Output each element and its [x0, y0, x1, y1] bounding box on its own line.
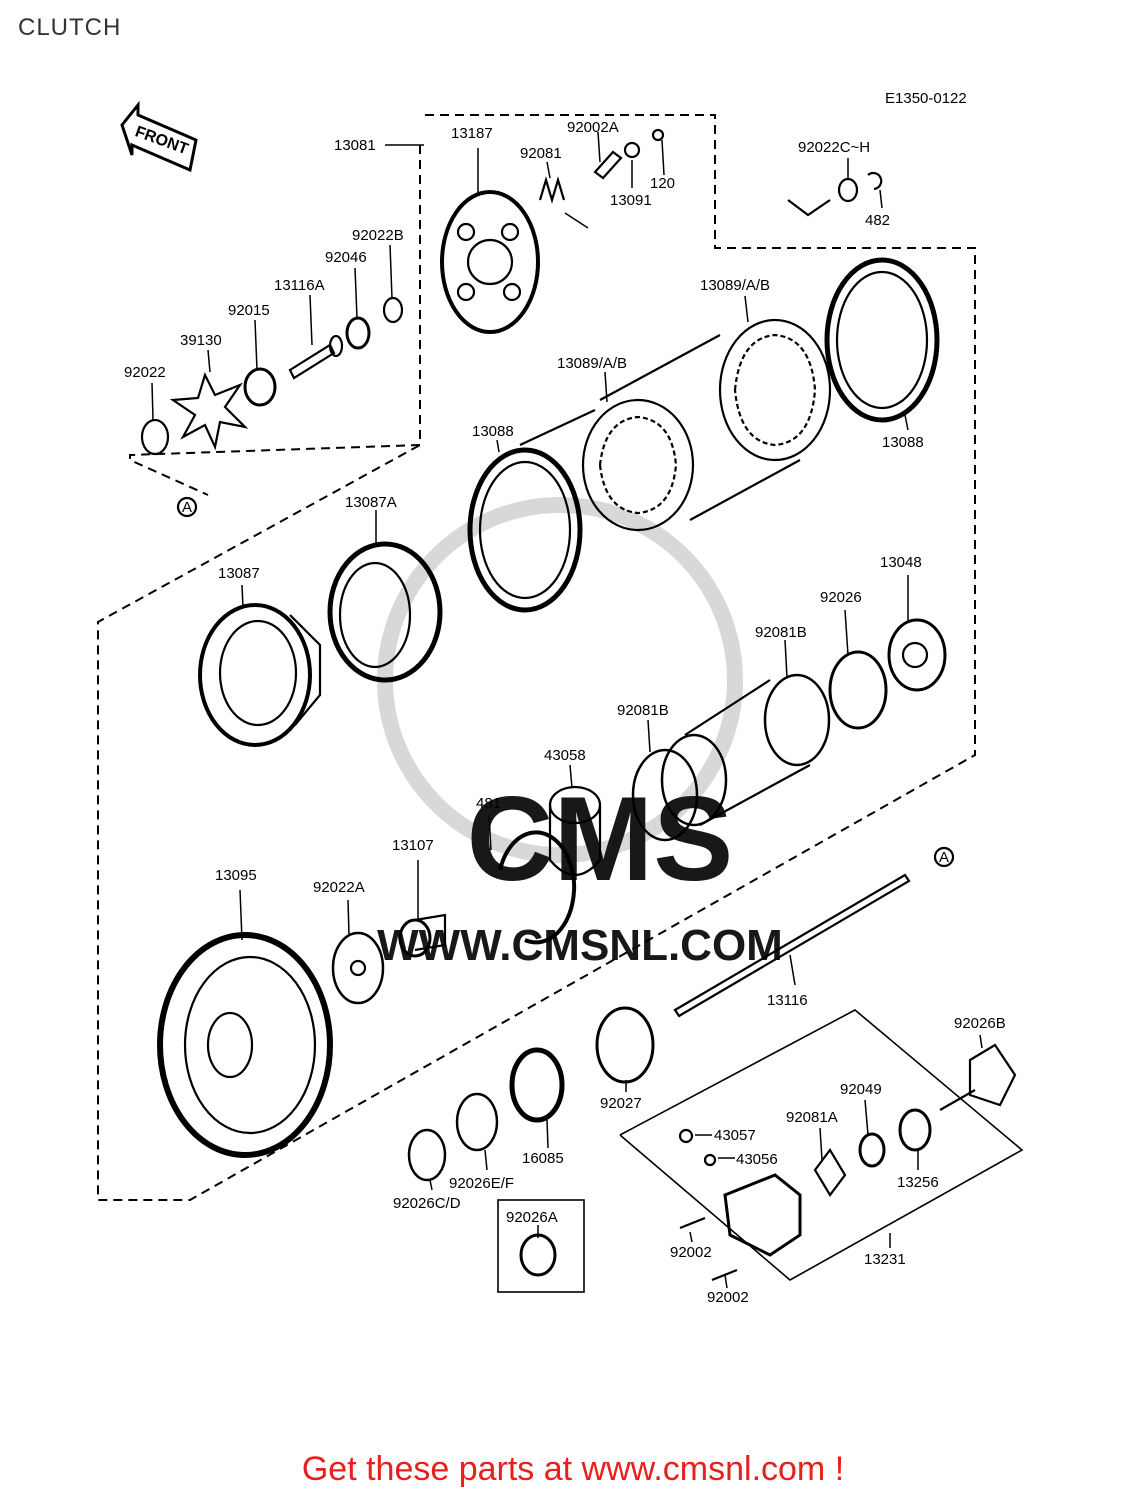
label-92046: 92046 [325, 249, 367, 266]
label-13231: 13231 [864, 1251, 906, 1268]
label-92002-upper: 92002 [670, 1244, 712, 1261]
label-92026: 92026 [820, 589, 862, 606]
label-92026CD: 92026C/D [393, 1195, 461, 1212]
label-13095: 13095 [215, 867, 257, 884]
label-43057: 43057 [714, 1127, 756, 1144]
label-13116A: 13116A [274, 277, 325, 294]
leader-lines [151, 131, 983, 1289]
label-13081: 13081 [334, 137, 376, 154]
label-92002-lower: 92002 [707, 1289, 749, 1306]
part-labels: 13081 13187 92002A 92081 120 13091 92022… [124, 119, 1006, 1306]
label-39130: 39130 [180, 332, 222, 349]
assembly-boundary [97, 114, 976, 1201]
label-13107: 13107 [392, 837, 434, 854]
label-43056: 43056 [736, 1151, 778, 1168]
label-92022: 92022 [124, 364, 166, 381]
label-13091: 13091 [610, 192, 652, 209]
label-92026EF: 92026E/F [449, 1175, 514, 1192]
pressure-plate-shape [440, 190, 540, 334]
label-92015: 92015 [228, 302, 270, 319]
label-92081B-lower: 92081B [617, 702, 669, 719]
label-13256: 13256 [897, 1174, 939, 1191]
label-92022A: 92022A [313, 879, 365, 896]
callout-a-left: A [182, 499, 192, 516]
label-13087A: 13087A [345, 494, 397, 511]
label-13187: 13187 [451, 125, 493, 142]
clutch-housing-shape [157, 932, 333, 1158]
label-92026B: 92026B [954, 1015, 1006, 1032]
callout-a-right: A [939, 849, 949, 866]
label-13116: 13116 [767, 992, 808, 1009]
label-92026A: 92026A [506, 1209, 558, 1226]
label-92022C-H: 92022C~H [798, 139, 870, 156]
label-43058: 43058 [544, 747, 586, 764]
watermark: CMS WWW.CMSNL.COM [377, 497, 783, 970]
label-92081: 92081 [520, 145, 562, 162]
label-92081B-upper: 92081B [755, 624, 807, 641]
label-13088-left: 13088 [472, 423, 514, 440]
label-481: 481 [476, 795, 501, 812]
label-13048: 13048 [880, 554, 922, 571]
front-arrow: FRONT [120, 100, 198, 173]
label-92081A: 92081A [786, 1109, 838, 1126]
label-16085: 16085 [522, 1150, 564, 1167]
label-13089AB-lower: 13089/A/B [557, 355, 627, 372]
friction-plate-shape [467, 447, 583, 613]
bolt-shape [593, 150, 623, 180]
page-title: CLUTCH [18, 14, 122, 41]
label-92049: 92049 [840, 1081, 882, 1098]
diagram-code: E1350-0122 [885, 90, 967, 107]
label-13089AB-upper: 13089/A/B [700, 277, 770, 294]
label-13088-right: 13088 [882, 434, 924, 451]
part-shapes [140, 128, 1017, 1282]
sub-boundaries [497, 1009, 1024, 1293]
label-482: 482 [865, 212, 890, 229]
label-92027: 92027 [600, 1095, 642, 1112]
label-120: 120 [650, 175, 675, 192]
clutch-hub-shape [327, 541, 443, 683]
footer-link[interactable]: Get these parts at www.cmsnl.com ! [301, 1450, 845, 1488]
spring-shape [538, 176, 566, 204]
label-13087: 13087 [218, 565, 260, 582]
label-92022B: 92022B [352, 227, 404, 244]
label-92002A: 92002A [567, 119, 619, 136]
